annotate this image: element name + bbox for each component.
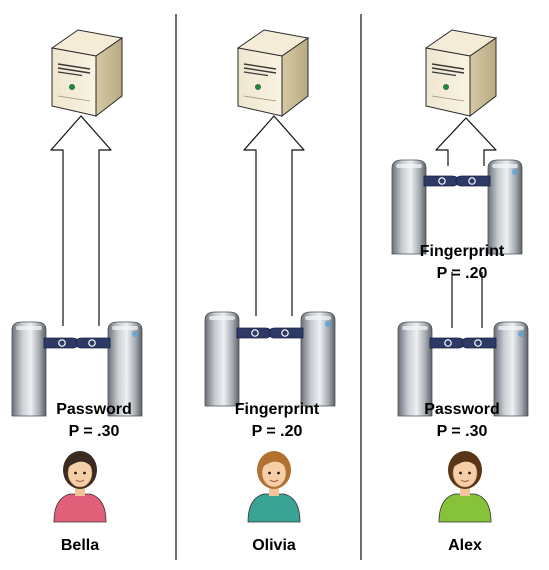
- person-icon: [438, 451, 492, 523]
- server-icon: [425, 29, 497, 117]
- turnstile-gate-icon: [391, 159, 523, 255]
- gate-label: Password: [56, 401, 132, 418]
- gate-probability: P = .30: [69, 423, 120, 440]
- gate-probability: P = .20: [252, 423, 303, 440]
- server-icon: [237, 29, 309, 117]
- gate-label: Fingerprint: [235, 401, 320, 418]
- column-olivia: Fingerprint P = .20 Olivia: [204, 29, 336, 554]
- column-bella: Password P = .30 Bella: [11, 29, 143, 554]
- turnstile-gate-icon: [204, 311, 336, 407]
- user-name: Alex: [448, 537, 482, 554]
- connector-lines: [451, 272, 483, 328]
- gate-label: Password: [424, 401, 500, 418]
- server-icon: [51, 29, 123, 117]
- up-arrow-icon: [435, 117, 497, 166]
- person-icon: [247, 451, 301, 523]
- user-name: Olivia: [252, 537, 296, 554]
- column-alex: Fingerprint P = .20 Password P = .30 Ale: [391, 29, 529, 554]
- gate-label: Fingerprint: [420, 243, 505, 260]
- gate-probability: P = .20: [437, 265, 488, 282]
- up-arrow-icon: [243, 115, 305, 316]
- gate-probability: P = .30: [437, 423, 488, 440]
- person-icon: [53, 451, 107, 523]
- user-name: Bella: [61, 537, 99, 554]
- up-arrow-icon: [50, 115, 112, 326]
